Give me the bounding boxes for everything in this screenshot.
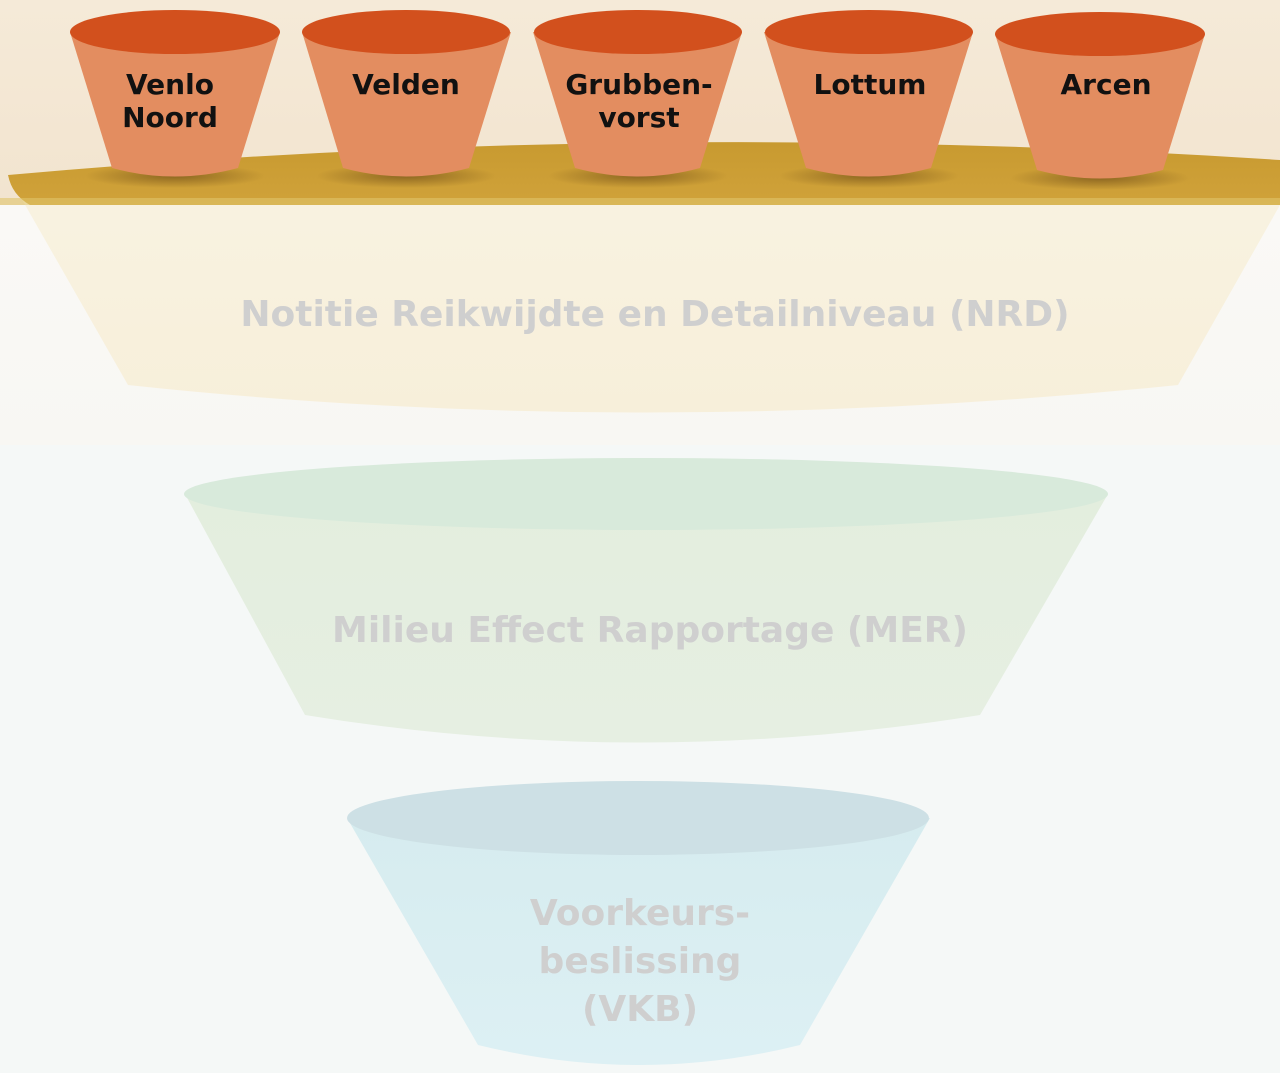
vkb-funnel [347, 818, 930, 1065]
cup-arcen [995, 12, 1205, 190]
cup-body [533, 32, 742, 177]
stage-label-line: (VKB) [581, 989, 699, 1030]
cup-rim [302, 10, 510, 54]
mer-funnel-rim [184, 458, 1108, 530]
nrd-funnel [8, 146, 1280, 413]
cup-label-line: Velden [352, 68, 460, 101]
cup-label-arcen: Arcen [1006, 68, 1206, 101]
stage-label-line: Voorkeurs- [529, 893, 751, 934]
cup-label-velden: Velden [306, 68, 506, 101]
cup-body [995, 34, 1205, 179]
cup-label-line: Venlo [126, 68, 214, 101]
cup-rim [995, 12, 1205, 56]
stage-label-mer: Milieu Effect Rapportage (MER) [250, 607, 1050, 655]
cup-body [764, 32, 973, 177]
cup-body [70, 32, 280, 177]
stage-label-line: Milieu Effect Rapportage (MER) [332, 610, 968, 651]
stage-label-line: Notitie Reikwijdte en Detailniveau (NRD) [240, 294, 1070, 335]
stage-label-line: beslissing [538, 941, 742, 982]
cup-label-grubbenvorst: Grubben- vorst [539, 68, 739, 134]
cup-rim [534, 10, 742, 54]
mer-funnel [185, 494, 1108, 743]
cup-label-line: Lottum [813, 68, 927, 101]
cup-label-venlo-noord: Venlo Noord [70, 68, 270, 134]
cup-rim [70, 10, 280, 54]
stage-label-nrd: Notitie Reikwijdte en Detailniveau (NRD) [200, 291, 1110, 339]
cup-label-line: Grubben- [565, 68, 713, 101]
cup-grubbenvorst [533, 10, 742, 188]
stage-label-vkb: Voorkeurs- beslissing (VKB) [440, 890, 840, 1034]
cup-label-lottum: Lottum [770, 68, 970, 101]
vkb-funnel-rim [347, 781, 929, 855]
cup-lottum [764, 10, 973, 188]
cup-venlo-noord [70, 10, 280, 188]
cup-label-line: Arcen [1060, 68, 1152, 101]
cup-rim [765, 10, 973, 54]
cup-velden [302, 10, 511, 188]
tray-edge [0, 198, 1280, 205]
cup-label-line: vorst [598, 101, 680, 134]
cup-body [302, 32, 511, 177]
cup-label-line: Noord [122, 101, 218, 134]
